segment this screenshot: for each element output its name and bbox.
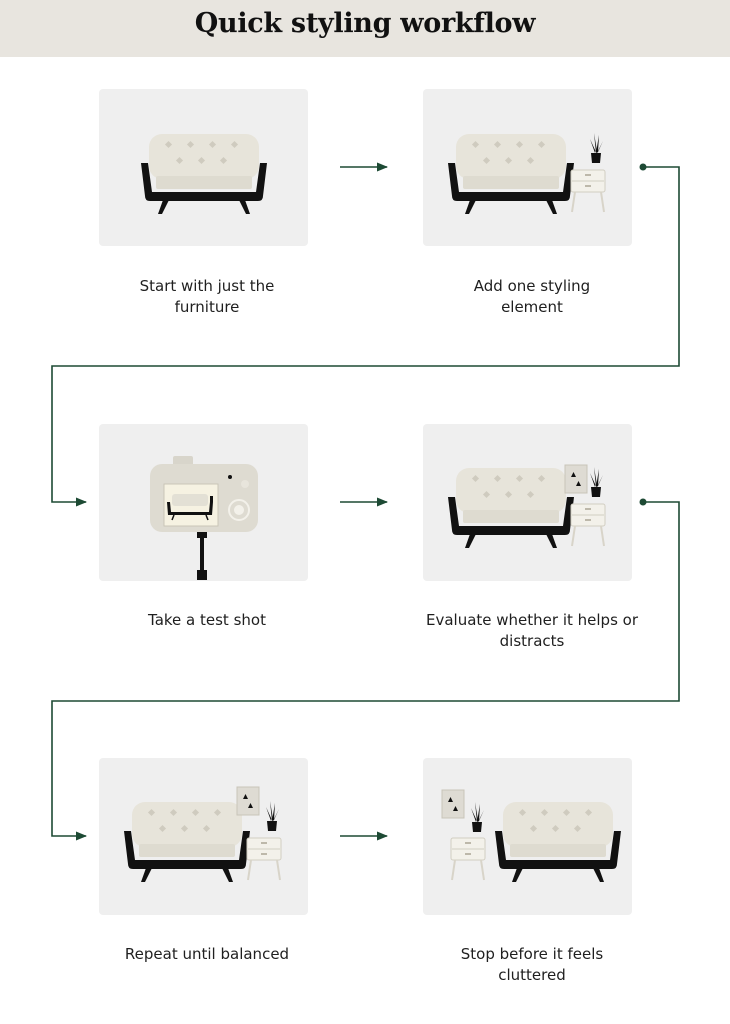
connector-step2-to-step3: [51, 166, 680, 507]
step-2-caption: Add one styling element: [402, 276, 662, 318]
step-3-caption-line1: Take a test shot: [148, 611, 266, 629]
step-2-caption-line1: Add one styling: [473, 277, 591, 295]
step-5-caption: Repeat until balanced: [77, 944, 337, 965]
step-2-caption-line2: element: [501, 298, 563, 316]
step-3-caption: Take a test shot: [77, 610, 337, 631]
step-5-caption-line1: Repeat until balanced: [124, 945, 290, 963]
step-6-caption-line1: Stop before it feels: [460, 945, 604, 963]
step-1-caption: Start with just the furniture: [77, 276, 337, 318]
title-banner: Quick styling workflow: [0, 0, 730, 57]
step-4-caption: Evaluate whether it helps or distracts: [402, 610, 662, 652]
connector-step4-to-step5: [51, 501, 680, 841]
step-1-card: [99, 89, 308, 246]
step-5-card: [99, 758, 308, 915]
step-3-card: [99, 424, 308, 581]
step-2-card: [423, 89, 632, 246]
step-4-caption-line2: distracts: [499, 632, 565, 650]
step-4-card: [423, 424, 632, 581]
step-1-caption-line1: Start with just the: [139, 277, 275, 295]
step-4-caption-line1: Evaluate whether it helps or: [425, 611, 638, 629]
step-6-caption-line2: cluttered: [498, 966, 566, 984]
connector-dot-step2: [639, 163, 647, 171]
step-6-card: [423, 758, 632, 915]
step-6-caption: Stop before it feels cluttered: [402, 944, 662, 986]
camera-on-tripod-icon: [150, 456, 258, 580]
connector-dot-step4: [639, 498, 647, 506]
step-1-caption-line2: furniture: [174, 298, 240, 316]
page-title: Quick styling workflow: [194, 8, 536, 39]
